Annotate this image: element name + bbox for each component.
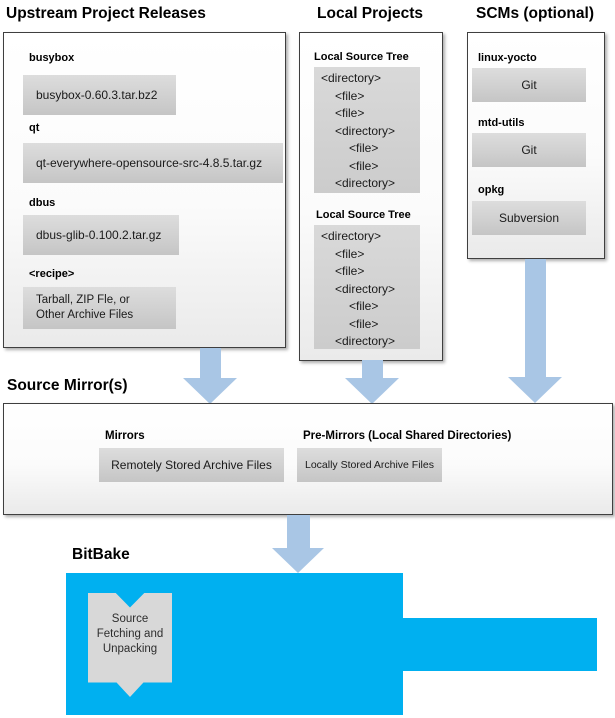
tree-line: <directory>	[335, 123, 396, 138]
arrow-local-to-mirrors-icon	[345, 360, 399, 404]
arrow-mirrors-to-bitbake-icon	[272, 515, 324, 573]
tarball-box-dbus: dbus-glib-0.100.2.tar.gz	[23, 215, 179, 255]
tree-line: <file>	[335, 106, 365, 120]
panel-scms: linux-yocto Git mtd-utils Git opkg Subve…	[467, 32, 605, 259]
scm-item-label: opkg	[478, 184, 505, 196]
scm-box-git: Git	[472, 133, 586, 167]
arrow-upstream-to-mirrors-icon	[183, 348, 237, 404]
heading-local-projects: Local Projects	[317, 5, 423, 22]
tree-line: <file>	[335, 246, 365, 261]
tree-line: <file>	[335, 264, 365, 278]
panel-upstream-project-releases: busybox busybox-0.60.3.tar.bz2 qt qt-eve…	[3, 32, 286, 348]
mirrors-box: Remotely Stored Archive Files	[99, 448, 284, 482]
tarball-box-qt: qt-everywhere-opensource-src-4.8.5.tar.g…	[23, 143, 283, 183]
tree-line: <file>	[349, 299, 379, 313]
upstream-item-label: <recipe>	[29, 268, 75, 280]
tree-line: <directory>	[335, 176, 396, 190]
tree-line: <file>	[349, 316, 379, 331]
upstream-item-label: busybox	[29, 52, 75, 64]
panel-local-projects: Local Source Tree <directory> <file> <fi…	[299, 32, 443, 361]
tree-line: <directory>	[321, 229, 382, 243]
tree-line: <file>	[335, 88, 365, 103]
local-source-tree-box: <directory> <file> <file> <directory> <f…	[314, 225, 420, 349]
arrow-scms-to-mirrors-icon	[508, 259, 562, 403]
heading-scms-optional: SCMs (optional)	[476, 5, 594, 22]
upstream-item-label: dbus	[29, 197, 56, 209]
ribbon-source-fetching-unpacking: Source Fetching and Unpacking	[88, 593, 172, 697]
local-source-tree-box: <directory> <file> <file> <directory> <f…	[314, 67, 420, 193]
scm-item-label: mtd-utils	[478, 117, 525, 129]
tarball-box-busybox: busybox-0.60.3.tar.bz2	[23, 75, 176, 115]
premirrors-label: Pre-Mirrors (Local Shared Directories)	[303, 430, 512, 442]
upstream-item-label: qt	[29, 122, 40, 134]
premirrors-box: Locally Stored Archive Files	[297, 448, 442, 482]
tree-line: <file>	[349, 141, 379, 155]
local-source-tree-label: Local Source Tree	[314, 51, 409, 63]
scm-item-label: linux-yocto	[478, 52, 537, 64]
tree-line: <directory>	[335, 334, 396, 348]
tarball-box-recipe: Tarball, ZIP Fle, or Other Archive Files	[23, 287, 176, 329]
local-source-tree-label: Local Source Tree	[316, 209, 411, 221]
heading-source-mirrors: Source Mirror(s)	[7, 377, 128, 394]
heading-bitbake: BitBake	[72, 546, 130, 563]
scm-box-subversion: Subversion	[472, 201, 586, 235]
panel-source-mirrors: Mirrors Remotely Stored Archive Files Pr…	[3, 403, 613, 515]
tree-line: <directory>	[321, 71, 382, 85]
tree-line: <file>	[349, 158, 379, 173]
bitbake-shape-tab	[403, 618, 597, 671]
heading-upstream-project-releases: Upstream Project Releases	[6, 5, 206, 22]
mirrors-label: Mirrors	[105, 430, 145, 442]
scm-box-git: Git	[472, 68, 586, 102]
tree-line: <directory>	[335, 281, 396, 296]
